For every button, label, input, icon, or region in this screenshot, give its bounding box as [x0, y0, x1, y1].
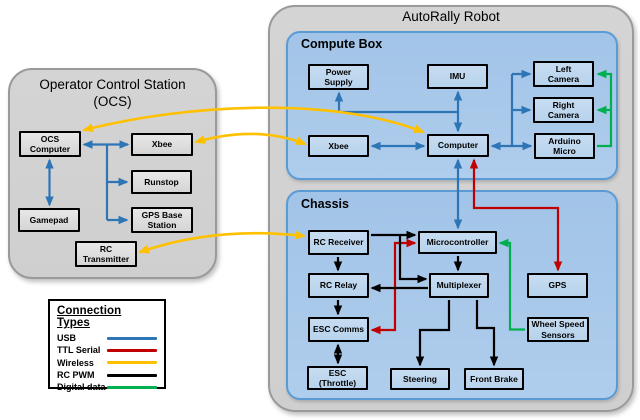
node-rc-receiver: RC Receiver: [308, 230, 369, 255]
node-left-camera: Left Camera: [533, 61, 594, 87]
legend-row-ttl-serial: TTL Serial: [57, 344, 157, 356]
node-arduino-micro: Arduino Micro: [534, 133, 595, 159]
node-imu: IMU: [427, 64, 488, 89]
node-wheel-speed-sensors: Wheel Speed Sensors: [527, 317, 589, 342]
legend-label-usb: USB: [57, 333, 77, 344]
node-gamepad: Gamepad: [18, 208, 80, 232]
legend-row-rc-pwm: RC PWM: [57, 369, 157, 381]
legend-row-wireless: Wireless: [57, 357, 157, 369]
node-xbee-robot: Xbee: [308, 135, 369, 157]
legend-label-ttl-serial: TTL Serial: [57, 345, 101, 356]
node-runstop: Runstop: [131, 170, 192, 194]
node-rc-transmitter: RC Transmitter: [75, 241, 137, 267]
ocs-title: Operator Control Station (OCS): [39, 77, 186, 109]
node-microcontroller: Microcontroller: [418, 231, 497, 254]
chassis-title: Chassis: [301, 197, 349, 211]
legend-swatch-usb: [107, 336, 157, 340]
node-power-supply: Power Supply: [308, 64, 369, 90]
legend-label-wireless: Wireless: [57, 357, 94, 368]
compute-box-title: Compute Box: [301, 37, 383, 51]
legend-swatch-wireless: [107, 361, 157, 365]
node-front-brake: Front Brake: [464, 368, 524, 390]
node-esc-throttle: ESC (Throttle): [307, 366, 368, 390]
node-rc-relay: RC Relay: [308, 273, 369, 298]
node-right-camera: Right Camera: [533, 97, 594, 123]
node-computer: Computer: [427, 134, 489, 157]
legend-swatch-ttl-serial: [107, 348, 157, 352]
node-gps-base-station: GPS Base Station: [131, 207, 193, 233]
legend-row-digital-data: Digital data: [57, 381, 157, 393]
legend-label-rc-pwm: RC PWM: [57, 370, 95, 381]
node-gps: GPS: [527, 273, 588, 298]
legend-label-digital-data: Digital data: [57, 382, 106, 393]
autorally-robot-title: AutoRally Robot: [402, 9, 500, 24]
node-multiplexer: Multiplexer: [429, 273, 489, 298]
node-esc-comms: ESC Comms: [308, 317, 369, 342]
node-xbee-ocs: Xbee: [131, 133, 193, 156]
legend-row-usb: USB: [57, 332, 157, 344]
legend-title: Connection Types: [57, 305, 122, 329]
legend-swatch-digital-data: [107, 385, 157, 389]
legend: Connection Types USB TTL Serial Wireless…: [48, 299, 166, 392]
legend-swatch-rc-pwm: [107, 373, 157, 377]
node-steering: Steering: [390, 368, 450, 390]
node-ocs-computer: OCS Computer: [19, 131, 81, 157]
